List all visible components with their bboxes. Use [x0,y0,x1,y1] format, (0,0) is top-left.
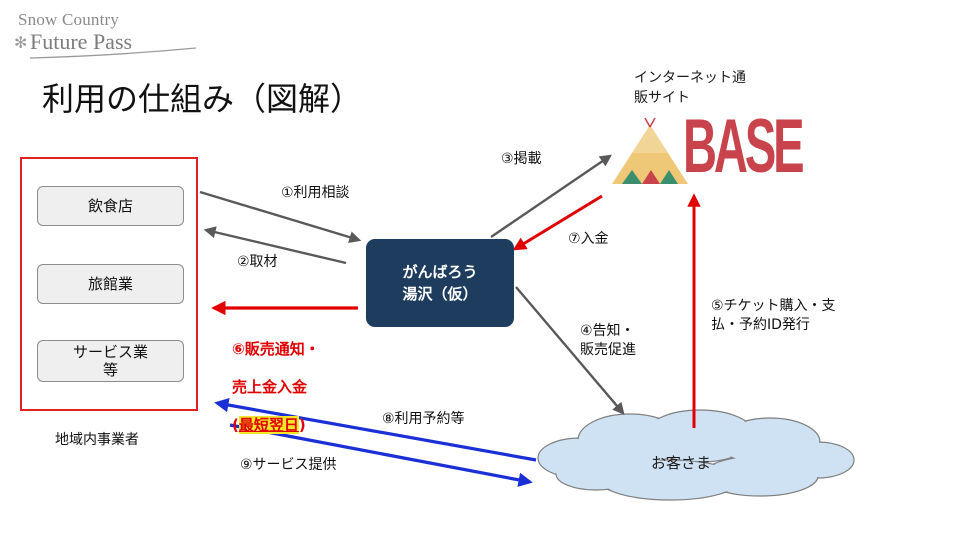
page-title: 利用の仕組み（図解） [42,80,363,118]
paren-open: ( [232,416,239,434]
customer-label: お客さま [651,454,712,472]
flow-label-6-line3: (最短翌日) [232,416,320,435]
flow-label-6-line1: ⑥販売通知・ [232,340,320,358]
customer-cloud-fill [539,411,853,499]
business-service: サービス業 等 [37,340,184,382]
flow-label-6-highlight: 最短翌日 [238,416,299,434]
arrow-9-service [229,423,533,487]
flow-label-4: ④告知・ 販売促進 [580,323,636,358]
flow-label-9: ⑨サービス提供 [240,457,337,473]
arrow-4-promotion [515,286,625,415]
arrow-3-listing [490,154,612,238]
arrow-7-payment [512,194,603,251]
arrow-8-reservation [214,397,537,462]
flow-label-8: ⑧利用予約等 [382,411,465,427]
center-organization-box: がんばろう 湯沢（仮） [366,239,514,327]
business-restaurant: 飲食店 [37,186,184,226]
base-tipi-logo [612,117,688,184]
arrow-2-interview [203,226,347,265]
flow-label-3: ③掲載 [501,151,542,167]
flow-label-1: ①利用相談 [281,185,350,201]
business-group-frame [20,157,198,411]
paren-close: ) [298,416,306,434]
snowflake-icon: ✻ [14,33,28,52]
flow-label-2: ②取材 [237,254,278,270]
base-logo-text: BASE [683,104,805,189]
shop-label: インターネット通 販サイト [634,70,746,106]
flow-label-7: ⑦入金 [568,231,609,247]
flow-label-6: ⑥販売通知・ 売上金入金 (最短翌日) [232,321,320,454]
logo-line2: Future Pass [30,29,133,54]
business-group-label: 地域内事業者 [55,432,139,448]
logo-line1: Snow Country [18,10,120,29]
arrow-1-consult [199,190,362,243]
flow-label-5: ⑤チケット購入・支 払・予約ID発行 [711,298,836,333]
business-inn: 旅館業 [37,264,184,304]
flow-label-6-line2: 売上金入金 [232,378,308,396]
logo-swoosh [29,47,197,59]
